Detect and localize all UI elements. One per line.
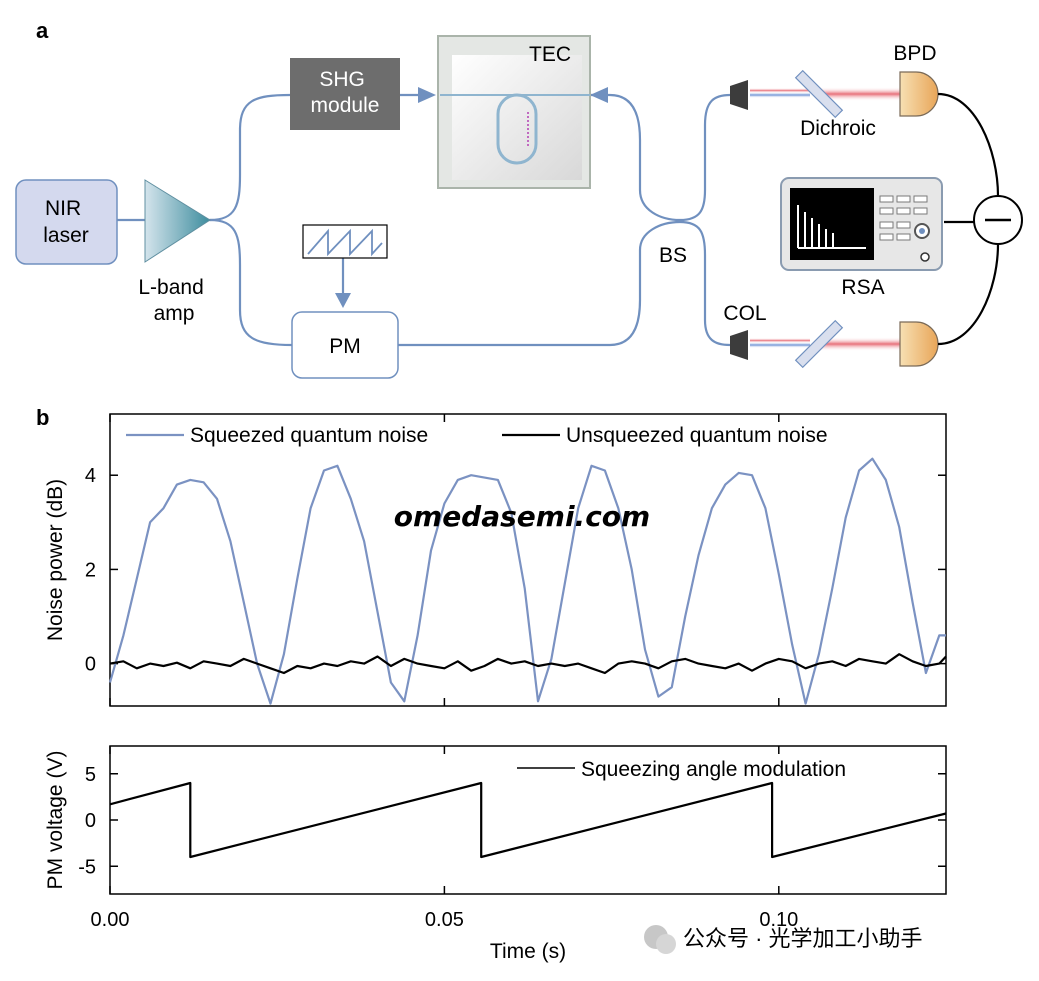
y-tick-label: 0 (85, 810, 96, 832)
noise-ylabel: Noise power (dB) (44, 479, 67, 641)
series-line-unsqueezed-quantum-noise (109, 653, 947, 675)
panel-b-label: b (36, 405, 49, 430)
beam-blue-bottom (750, 342, 810, 348)
y-tick-label: 2 (85, 559, 96, 581)
nir-laser-line2: laser (43, 224, 89, 247)
amplifier-label: L-band amp (138, 276, 209, 325)
bpd-detector-top (899, 71, 939, 117)
pm-box (291, 311, 399, 379)
footer-watermark: 公众号 · 光学加工小助手 (683, 926, 923, 951)
time-xlabel: Time (s) (490, 940, 566, 963)
sawtooth-icon (307, 228, 383, 257)
nir-laser-line1: NIR (45, 197, 81, 220)
y-tick-label: 4 (85, 465, 96, 487)
wire-bottom (937, 243, 1000, 346)
collimator-top (730, 80, 748, 110)
x-tick-label: 0.00 (91, 909, 130, 931)
amp-line1: L-band (138, 276, 203, 299)
amp-line2: amp (154, 302, 195, 325)
rsa-spectrum-icon (797, 205, 866, 249)
rsa-knob-center (919, 228, 925, 234)
wire-top (937, 92, 1000, 197)
shg-module-label: SHG module (311, 68, 380, 117)
y-tick-label: -5 (78, 856, 96, 878)
noise-plot-frame (109, 413, 947, 707)
bs-label: BS (659, 244, 687, 267)
beam-red-bottom-1 (750, 338, 810, 343)
pm-plot-ticks: -5 0 5 0.00 0.05 0.10 (78, 746, 946, 931)
series-line-squeezed-quantum-noise (108, 457, 946, 705)
legend-label-modulation: Squeezing angle modulation (581, 758, 846, 781)
pm-label: PM (329, 335, 361, 358)
pm-plot-series (109, 781, 947, 859)
watermark-text: omedasemi.com (394, 500, 650, 533)
y-tick-label: 5 (85, 764, 96, 786)
legend-label-squeezed: Squeezed quantum noise (190, 424, 428, 447)
rsa-screen (790, 188, 874, 260)
x-tick-label: 0.10 (759, 909, 798, 931)
series-line-squeezing-angle-modulation (109, 781, 947, 859)
y-tick-label: 0 (85, 654, 96, 676)
amplifier-icon (144, 179, 211, 263)
pm-ylabel: PM voltage (V) (44, 751, 67, 890)
rsa-label: RSA (841, 276, 884, 299)
tec-chip (452, 55, 582, 180)
panel-a-label: a (36, 18, 49, 43)
col-label: COL (723, 302, 766, 325)
x-tick-label: 0.05 (425, 909, 464, 931)
dichroic-label: Dichroic (800, 117, 876, 140)
bpd-label: BPD (893, 42, 936, 65)
dichroic-bottom (794, 319, 844, 369)
arrow-into-pm (335, 293, 351, 308)
tec-label: TEC (529, 43, 571, 66)
arrow-into-tec-left (418, 87, 436, 103)
shg-line2: module (311, 94, 380, 117)
fiber-lines (117, 93, 731, 347)
beam-red-bottom-2 (820, 337, 900, 351)
beam-red-top-2 (820, 87, 900, 101)
shg-line1: SHG (319, 68, 365, 91)
noise-plot-series (108, 457, 947, 705)
beam-red-top-1 (750, 88, 810, 93)
sawtooth-generator (302, 224, 388, 259)
nir-laser-label: NIR laser (43, 197, 89, 247)
rsa-port (920, 252, 930, 262)
dichroic-top (794, 69, 844, 119)
arrow-into-tec-right (590, 87, 608, 103)
collimator-bottom (730, 330, 748, 360)
beam-blue-top (750, 92, 810, 98)
legend-label-unsqueezed: Unsqueezed quantum noise (566, 424, 828, 447)
shg-module-box (290, 58, 400, 130)
microring-resonator (496, 93, 538, 165)
rsa-buttons (879, 195, 928, 241)
nir-laser-box (15, 179, 118, 265)
bpd-detector-bottom (899, 321, 939, 367)
wechat-icon-bubble (656, 934, 676, 954)
